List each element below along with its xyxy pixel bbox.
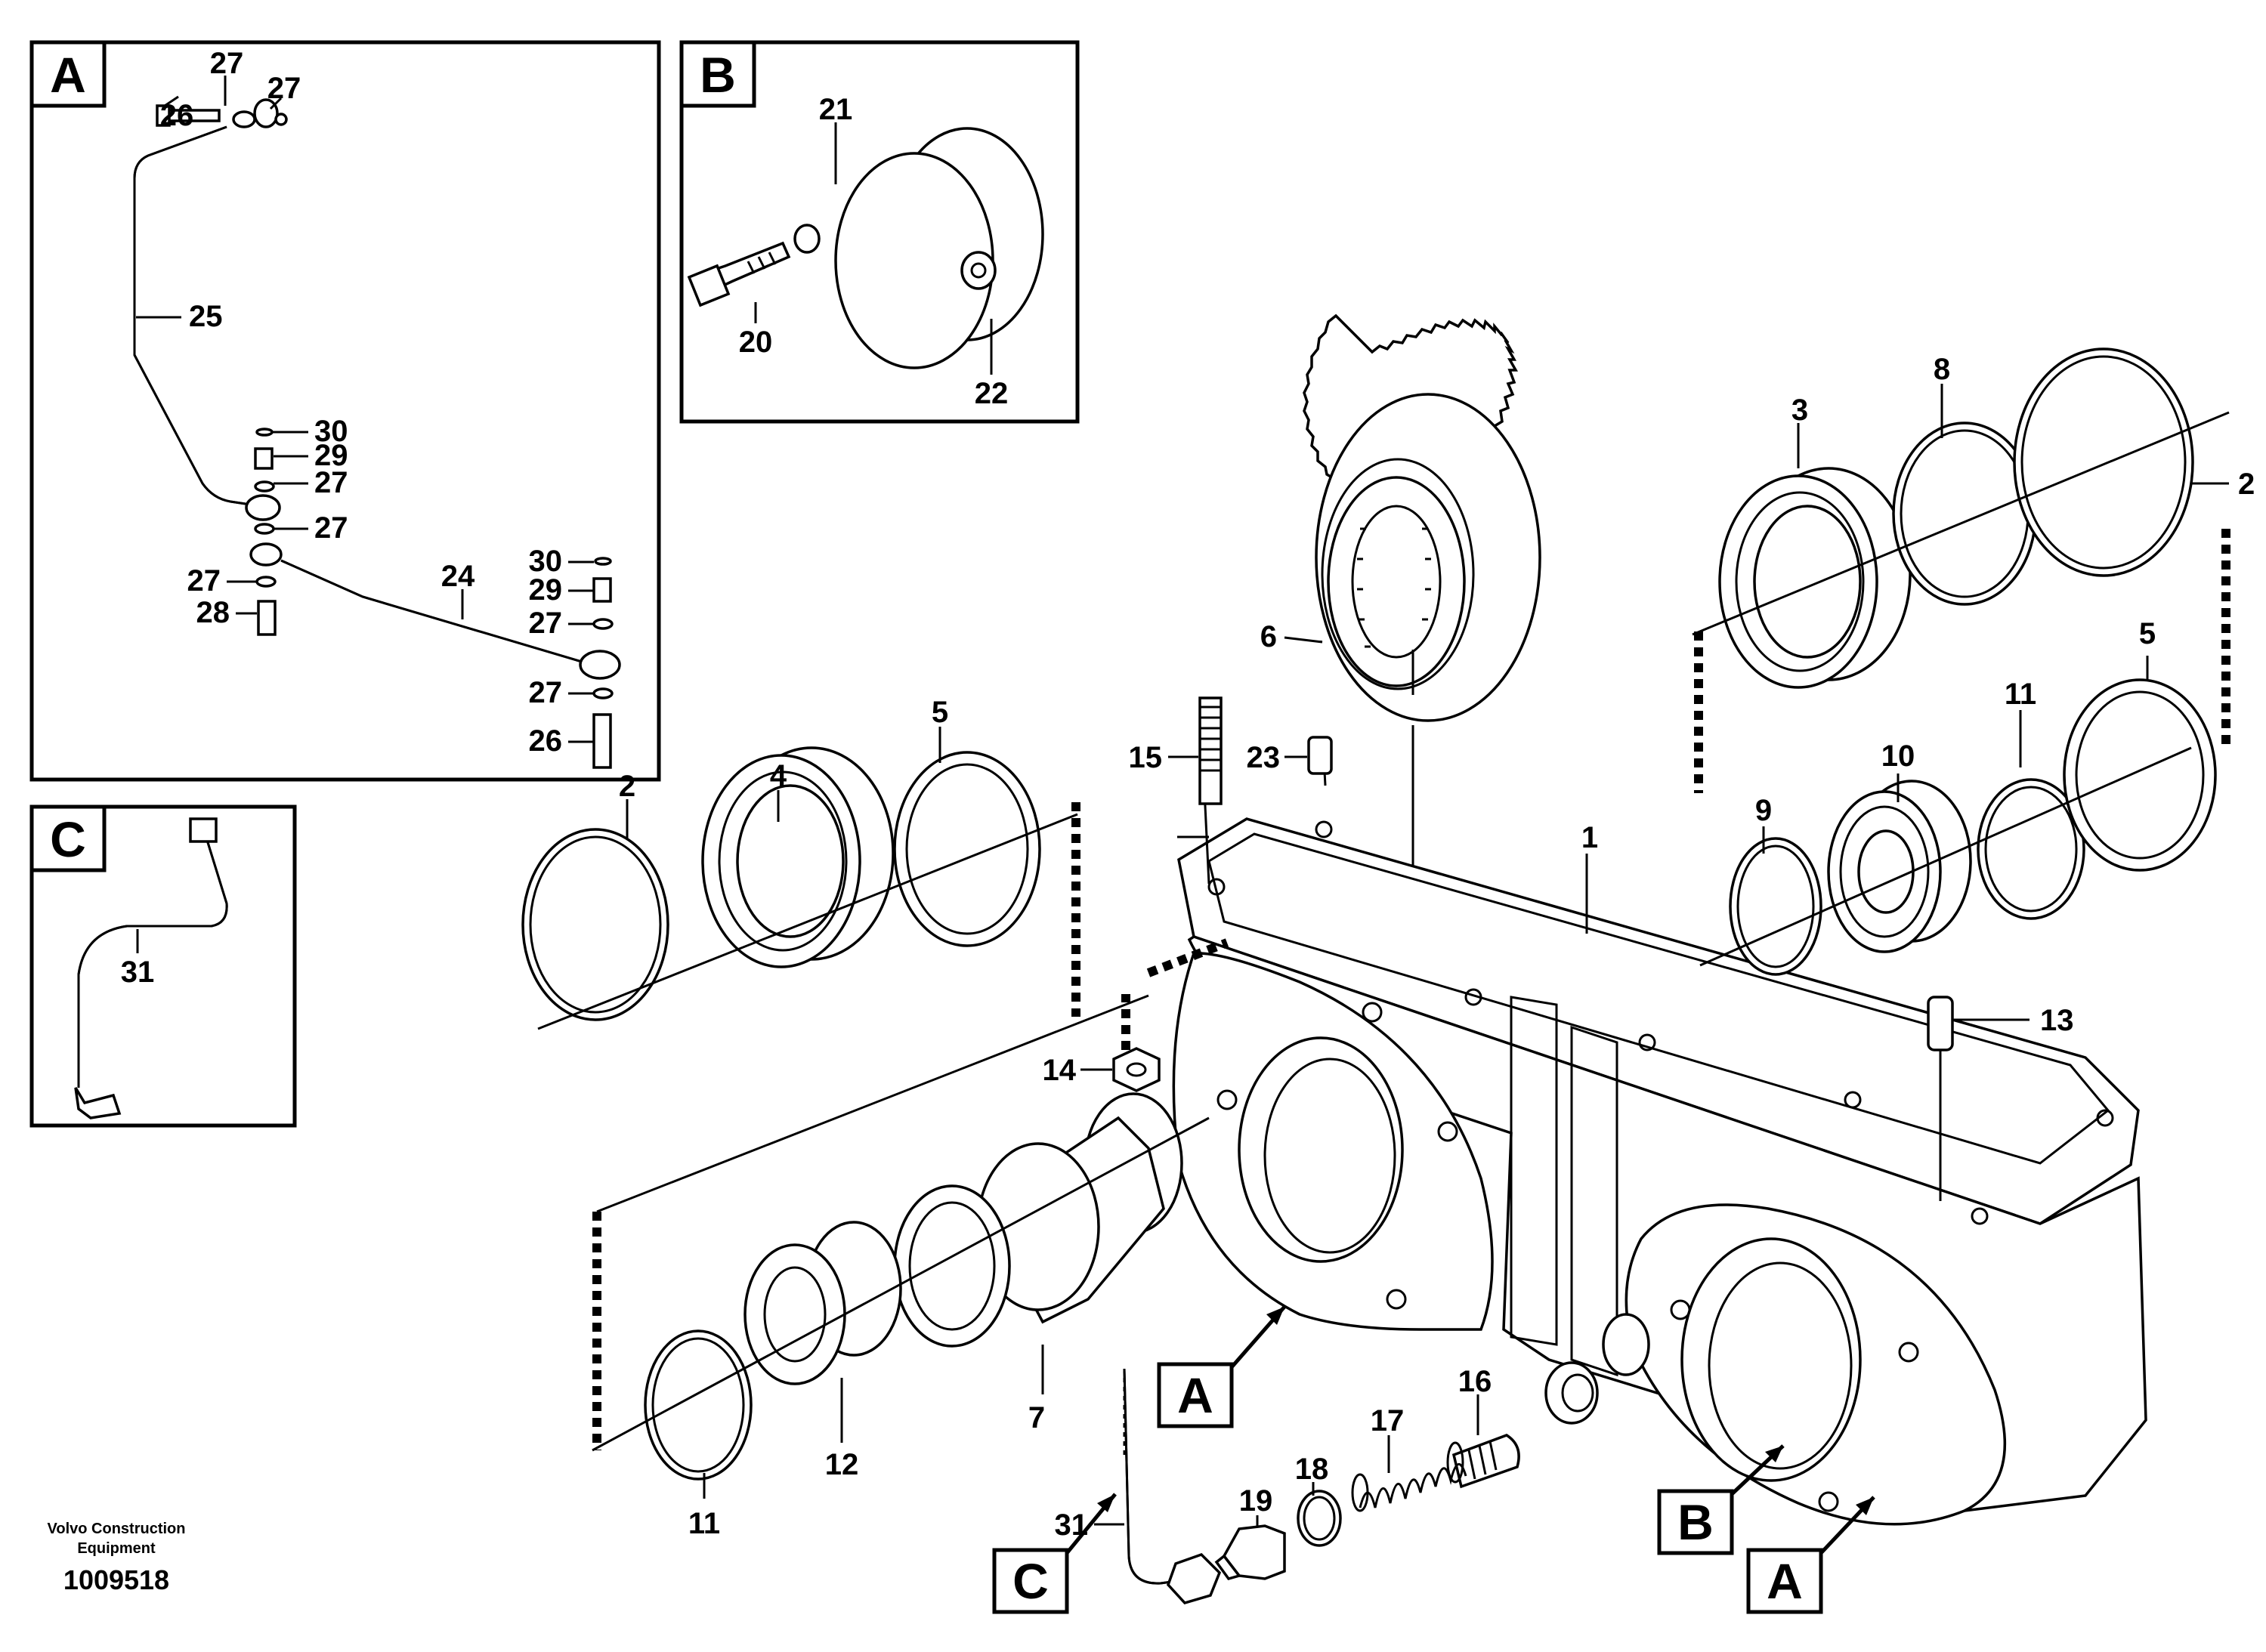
svg-text:C: C (1012, 1553, 1049, 1609)
label-2-left: 2 (619, 770, 635, 803)
drawing-code: 1009518 (63, 1564, 169, 1595)
svg-text:B: B (1677, 1494, 1714, 1550)
inset-a: A (29, 40, 661, 782)
label-5-left: 5 (932, 696, 948, 729)
label-6: 6 (1260, 620, 1277, 653)
label-11-right: 11 (2005, 678, 2036, 711)
label-23: 23 (1247, 741, 1281, 774)
ref-b: B (1657, 1444, 1785, 1555)
inset-b-letter: B (700, 47, 736, 103)
label-11-left: 11 (688, 1507, 720, 1540)
label-a-27-top: 27 (210, 47, 244, 80)
label-a-30-left: 30 (314, 415, 348, 448)
label-1: 1 (1581, 821, 1598, 854)
label-b-21: 21 (819, 93, 853, 126)
label-a-26-top: 26 (160, 99, 194, 132)
label-19: 19 (1239, 1484, 1273, 1518)
label-17: 17 (1371, 1404, 1405, 1437)
label-2-right: 2 (2238, 468, 2255, 501)
label-a-27-mid2: 27 (314, 511, 348, 545)
label-a-25: 25 (189, 300, 223, 333)
label-13: 13 (2040, 1004, 2074, 1037)
label-16: 16 (1458, 1365, 1492, 1398)
label-3: 3 (1791, 394, 1808, 427)
label-7: 7 (1028, 1401, 1045, 1434)
gear-7 (893, 1092, 1183, 1348)
label-8: 8 (1934, 353, 1950, 386)
label-a-27-mid1: 27 (314, 466, 348, 499)
label-5-right: 5 (2139, 617, 2156, 650)
label-a-27-right: 27 (267, 72, 301, 105)
inset-c-letter: C (50, 811, 86, 867)
maker-line-2: Equipment (77, 1540, 156, 1557)
label-12: 12 (825, 1448, 859, 1481)
ref-a-1: A (1157, 1305, 1286, 1428)
svg-text:A: A (1177, 1367, 1213, 1423)
label-a-29-right: 29 (529, 573, 563, 607)
label-15: 15 (1129, 741, 1163, 774)
label-a-27-right1: 27 (529, 607, 563, 640)
inset-c: C 31 (29, 804, 297, 1128)
housing-1 (1172, 817, 2147, 1526)
svg-text:A: A (1767, 1553, 1803, 1609)
label-a-27-right2: 27 (529, 676, 563, 709)
gear-10 (1827, 780, 1972, 953)
label-c-31: 31 (121, 956, 155, 989)
label-b-20: 20 (739, 326, 773, 359)
label-31: 31 (1055, 1508, 1089, 1542)
inset-b: B 21 20 22 (679, 40, 1080, 424)
label-18: 18 (1295, 1453, 1329, 1486)
gear-6 (1303, 313, 1541, 722)
bearing-3 (1718, 467, 1912, 689)
label-b-22: 22 (975, 377, 1009, 410)
label-9: 9 (1755, 794, 1772, 827)
bearing-4 (701, 746, 895, 968)
label-4: 4 (770, 759, 787, 792)
label-a-27-left: 27 (187, 564, 221, 597)
inset-a-letter: A (50, 47, 86, 103)
label-10: 10 (1881, 740, 1915, 773)
ref-c: C (992, 1493, 1117, 1614)
label-a-29-left: 29 (314, 439, 348, 472)
label-14: 14 (1043, 1054, 1077, 1087)
label-a-26-bottom: 26 (529, 724, 563, 758)
maker-line-1: Volvo Construction (48, 1521, 186, 1537)
label-a-28: 28 (196, 596, 230, 629)
label-a-30-right: 30 (529, 545, 563, 578)
label-a-24: 24 (441, 560, 475, 593)
main-assembly: 6 3 8 2 5 (521, 313, 2255, 1614)
ref-a-2: A (1746, 1496, 1875, 1614)
